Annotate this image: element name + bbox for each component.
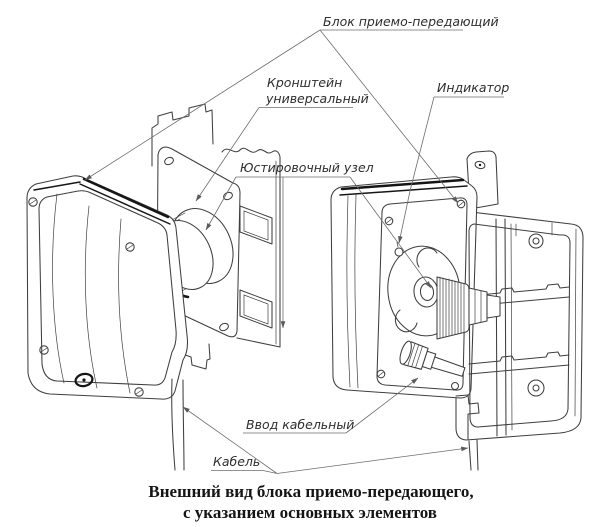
caption-line2: с указанием основных элементов bbox=[183, 503, 437, 522]
bracket-rear-body bbox=[221, 147, 281, 348]
bracket-screw-boss bbox=[527, 379, 545, 397]
crescent-cutout-bottom bbox=[394, 309, 418, 333]
rear-top-edge bbox=[340, 178, 465, 191]
label-transceiver-unit: Блок приемо-передающий bbox=[323, 14, 499, 29]
bracket-top-tab bbox=[151, 103, 214, 167]
label-bracket-line2: универсальный bbox=[265, 91, 369, 106]
bracket-screw-boss bbox=[528, 233, 544, 249]
left-cable bbox=[171, 378, 185, 471]
label-cable-entry: Ввод кабельный bbox=[246, 417, 354, 432]
left-assembly bbox=[26, 103, 281, 471]
cover-screws bbox=[28, 197, 144, 397]
plate-hole bbox=[219, 322, 229, 332]
label-indicator: Индикатор bbox=[437, 80, 509, 95]
bracket-foot bbox=[455, 394, 480, 440]
leader-bracket bbox=[195, 107, 260, 202]
bracket-frame-inner bbox=[455, 218, 577, 440]
caption-line1: Внешний вид блока приемо-передающего, bbox=[148, 482, 473, 501]
transceiver-rear-view bbox=[330, 176, 478, 399]
plate-hole bbox=[164, 156, 174, 166]
leader-transceiver-right bbox=[319, 29, 459, 204]
indicator-window bbox=[394, 247, 404, 257]
label-adjustment-unit: Юстировочный узел bbox=[240, 160, 374, 175]
leader-lines bbox=[84, 29, 504, 474]
crescent-cutout-top bbox=[416, 247, 438, 268]
crossbar-upper bbox=[468, 283, 570, 297]
leader-adjustment-right bbox=[349, 176, 432, 289]
transceiver-front-cover bbox=[26, 175, 189, 400]
label-bracket-line1: Кронштейн bbox=[267, 75, 342, 90]
cover-top-edge bbox=[82, 177, 170, 219]
crossbar-lower bbox=[468, 351, 570, 365]
cover-rib bbox=[118, 218, 131, 394]
cover-rib bbox=[52, 193, 65, 384]
leader-cable-entry bbox=[345, 377, 419, 434]
cable-gland bbox=[399, 340, 466, 377]
leader-indicator bbox=[398, 96, 435, 244]
knob-ribs bbox=[439, 276, 465, 339]
figure-caption: Внешний вид блока приемо-передающего, с … bbox=[148, 482, 473, 522]
leader-transceiver-left bbox=[84, 29, 321, 181]
leader-cable-right bbox=[276, 446, 469, 474]
adjustment-knob bbox=[436, 276, 501, 340]
rear-screws bbox=[376, 199, 466, 391]
right-assembly bbox=[330, 150, 584, 471]
leader-adjustment-left bbox=[205, 176, 237, 231]
label-cable: Кабель bbox=[213, 454, 260, 469]
cover-rib bbox=[84, 205, 98, 389]
right-cable bbox=[468, 439, 479, 471]
brand-logo bbox=[74, 372, 94, 388]
callout-labels: Блок приемо-передающий Кронштейн универс… bbox=[213, 14, 509, 469]
